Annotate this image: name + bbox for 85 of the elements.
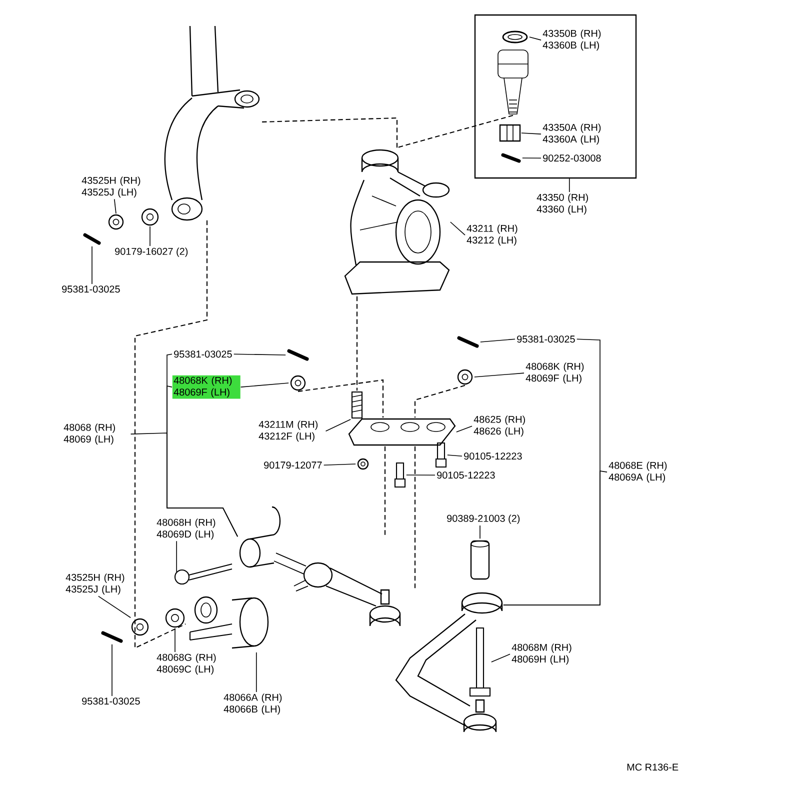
part-number: 90105-12223 <box>437 472 495 479</box>
part-number: 48068 (RH) 48069 (LH) <box>64 424 115 445</box>
bolt-drawing <box>394 462 406 488</box>
bolt-drawing <box>469 627 491 697</box>
leader-line <box>447 454 462 457</box>
leader-line <box>176 540 177 572</box>
leader-line <box>325 419 351 432</box>
leader-line <box>503 338 600 606</box>
castle-nut-drawing <box>499 124 521 142</box>
assembly-line <box>414 446 416 590</box>
cotter-pin-drawing <box>457 336 479 348</box>
part-number: 48068K (RH) 48069F (LH) <box>526 362 584 384</box>
part-number: 48068H (RH) 48069D (LH) <box>156 518 216 540</box>
leader-line <box>568 178 570 192</box>
nut-drawing <box>165 608 185 628</box>
leader-line <box>98 596 131 618</box>
assembly-line <box>356 296 358 391</box>
part-number: 95381-03025 <box>82 698 140 705</box>
leader-line <box>491 654 510 662</box>
assembly-line <box>396 114 514 148</box>
assembly-line <box>260 117 398 148</box>
nut-drawing <box>290 375 306 391</box>
bolt-drawing <box>174 564 232 585</box>
cotter-pin-drawing <box>287 349 309 361</box>
part-number: 48068K (RH) 48069F (LH) <box>172 375 240 399</box>
leader-line <box>474 372 524 378</box>
assembly-line <box>298 379 384 418</box>
part-number: 43350A (RH) 43360A (LH) <box>542 124 601 145</box>
leader-line <box>166 386 238 537</box>
kit-frame <box>474 14 637 179</box>
part-number: 48068M (RH) 48069H (LH) <box>512 644 572 665</box>
part-number: 90389-21003 (2) <box>447 514 520 524</box>
part-number: 90252-03008 <box>543 154 601 162</box>
leader-line <box>256 652 257 692</box>
plate-drawing <box>348 418 456 446</box>
part-number: 43350 (RH) 43360 (LH) <box>536 194 588 215</box>
nut-drawing <box>357 458 369 470</box>
part-number: 43211 (RH) 43212 (LH) <box>466 224 518 246</box>
leader-line <box>406 474 436 476</box>
stud-drawing <box>351 391 363 419</box>
ball-joint-drawing <box>498 50 528 114</box>
sleeve-drawing <box>470 540 490 580</box>
leader-line <box>174 628 176 652</box>
part-number: 95381-03025 <box>174 350 232 358</box>
nut-drawing <box>457 369 473 385</box>
part-number: 48625 (RH) 48626 (LH) <box>474 416 525 437</box>
leader-line <box>233 354 286 356</box>
part-number: 43525H (RH) 43525J (LH) <box>82 176 140 198</box>
part-number: 43211M (RH) 43212F (LH) <box>258 420 318 442</box>
part-number: 95381-03025 <box>62 286 120 293</box>
idler-arm-drawing <box>395 592 503 733</box>
part-number: 90105-12223 <box>464 452 522 460</box>
leader-line <box>529 36 542 40</box>
steering-knuckle-drawing <box>344 149 450 295</box>
part-number: 48068G (RH) 48069C (LH) <box>156 654 216 675</box>
cotter-pin-drawing <box>101 631 123 643</box>
part-number: 48066A (RH) 48066B (LH) <box>224 694 282 715</box>
assembly-line <box>414 384 466 418</box>
leader-line <box>323 464 356 466</box>
part-number: 48068E (RH) 48069A (LH) <box>608 462 667 483</box>
leader-line <box>480 338 516 342</box>
part-number: 90179-16027 (2) <box>115 248 188 257</box>
leader-line <box>522 158 542 159</box>
part-number: 95381-03025 <box>517 336 575 343</box>
assembly-line <box>134 220 208 649</box>
cotter-pin-drawing <box>501 153 521 163</box>
seal-ring-drawing <box>502 30 528 44</box>
leader-line <box>450 222 466 236</box>
leader-line <box>114 198 116 214</box>
cotter-pin-drawing <box>83 233 101 245</box>
leader-line <box>240 382 289 388</box>
drawing-code: MC R136-E <box>627 764 678 771</box>
nut-drawing <box>131 618 149 636</box>
part-number: 90179-12077 <box>264 462 322 469</box>
steering-arm-drawing <box>164 25 260 221</box>
nut-drawing <box>108 214 124 230</box>
relay-rod-drawing <box>239 506 401 627</box>
leader-line <box>521 132 542 134</box>
nut-drawing <box>141 208 159 226</box>
leader-line <box>456 426 472 432</box>
tie-rod-end-drawing <box>189 596 269 649</box>
part-number: 43350B (RH) 43360B (LH) <box>542 30 601 51</box>
assembly-line <box>384 446 386 537</box>
bolt-drawing <box>435 442 447 468</box>
part-number: 43525H (RH) 43525J (LH) <box>66 574 124 595</box>
